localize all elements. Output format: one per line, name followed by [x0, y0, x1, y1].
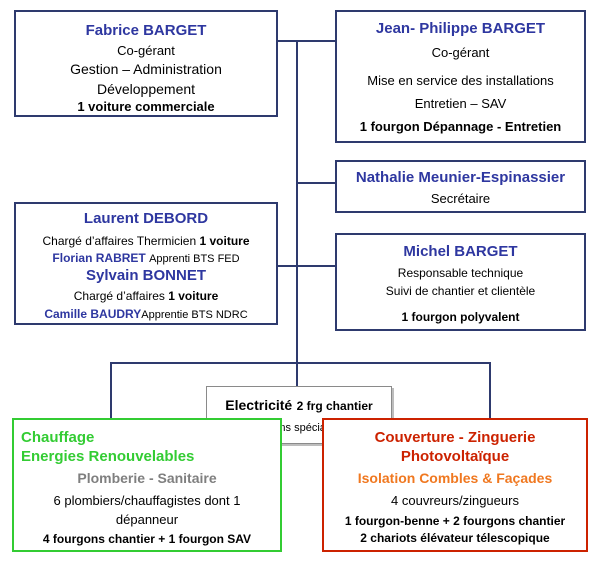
chauffage-staff: 6 plombiers/chauffagistes dont 1	[53, 493, 241, 508]
person-name: Laurent DEBORD	[83, 210, 209, 227]
person-role-line: Chargé d’affaires Thermicien 1 voiture	[16, 233, 276, 250]
apprentice-role: Apprenti BTS FED	[149, 253, 240, 265]
person-duty: Entretien – SAV	[414, 96, 507, 111]
photovoltaique-title: Photovoltaïque	[400, 448, 510, 465]
couverture-box: Couverture - Zinguerie Photovoltaïque Is…	[322, 418, 588, 552]
person-duty: Gestion – Administration	[70, 61, 222, 77]
couverture-vehicle: 1 fourgon-benne + 2 fourgons chantier	[344, 514, 566, 528]
person-name: Sylvain BONNET	[85, 267, 207, 284]
apprentice-role: Apprentie BTS NDRC	[141, 309, 248, 321]
couverture-title: Couverture - Zinguerie	[374, 429, 536, 446]
electricite-title-line: Electricité 2 frg chantier	[207, 397, 391, 415]
chauffage-vehicle: 4 fourgons chantier + 1 fourgon SAV	[42, 532, 252, 546]
jean-philippe-barget-box: Jean- Philippe BARGET Co-gérant Mise en …	[335, 10, 586, 143]
person-name: Michel BARGET	[403, 243, 518, 260]
person-role-line: Chargé d’affaires 1 voiture	[16, 288, 276, 305]
energies-title: Energies Renouvelables	[21, 448, 195, 465]
electricite-title: Electricité	[225, 397, 293, 413]
person-role: Secrétaire	[430, 191, 491, 206]
person-vehicle: 1 voiture commerciale	[77, 99, 215, 114]
person-name: Nathalie Meunier-Espinassier	[355, 169, 566, 186]
apprentice-name: Florian RABRET	[52, 251, 146, 265]
connector-chauffage	[110, 362, 112, 418]
michel-barget-box: Michel BARGET Responsable technique Suiv…	[335, 233, 586, 331]
vertical-trunk-line	[296, 40, 298, 363]
nathalie-meunier-box: Nathalie Meunier-Espinassier Secrétaire	[335, 160, 586, 213]
person-role: Co-gérant	[431, 45, 490, 60]
connector-fabrice	[278, 40, 298, 42]
person-role: Co-gérant	[117, 43, 175, 58]
connector-nathalie	[296, 182, 336, 184]
apprentice-line: Florian RABRET Apprenti BTS FED	[16, 250, 276, 268]
person-role: Responsable technique	[397, 266, 524, 280]
plomberie-title: Plomberie - Sanitaire	[77, 470, 217, 486]
person-duty: Suivi de chantier et clientèle	[385, 284, 536, 298]
horizontal-branch-line	[110, 362, 491, 364]
person-vehicle: 1 fourgon Dépannage - Entretien	[359, 119, 562, 134]
electricite-vehicle: 2 frg chantier	[296, 399, 373, 413]
isolation-title: Isolation Combles & Façades	[357, 470, 553, 486]
person-vehicle: 1 voiture	[199, 234, 250, 248]
person-duty: Mise en service des installations	[367, 73, 554, 88]
connector-jeanphilippe	[296, 40, 336, 42]
person-name: Jean- Philippe BARGET	[375, 20, 546, 37]
chauffage-title: Chauffage	[21, 429, 95, 446]
person-duty: Développement	[96, 81, 196, 97]
chauffage-staff: dépanneur	[115, 512, 179, 527]
person-name: Fabrice BARGET	[85, 22, 207, 39]
connector-electricite	[296, 362, 298, 386]
laurent-sylvain-box: Laurent DEBORD Chargé d’affaires Thermic…	[14, 202, 278, 325]
person-vehicle: 1 voiture	[168, 289, 219, 303]
chauffage-box: Chauffage Energies Renouvelables Plomber…	[12, 418, 282, 552]
person-role: Chargé d’affaires Thermicien	[42, 234, 197, 248]
connector-laurent-sylvain	[278, 265, 298, 267]
connector-couverture	[489, 362, 491, 418]
person-role: Chargé d’affaires	[73, 289, 165, 303]
fabrice-barget-box: Fabrice BARGET Co-gérant Gestion – Admin…	[14, 10, 278, 117]
couverture-vehicle: 2 chariots élévateur télescopique	[360, 531, 550, 545]
apprentice-line: Camille BAUDRYApprentie BTS NDRC	[16, 306, 276, 324]
person-vehicle: 1 fourgon polyvalent	[401, 310, 520, 324]
apprentice-name: Camille BAUDRY	[44, 307, 142, 321]
couverture-staff: 4 couvreurs/zingueurs	[391, 493, 519, 508]
connector-michel	[296, 265, 336, 267]
